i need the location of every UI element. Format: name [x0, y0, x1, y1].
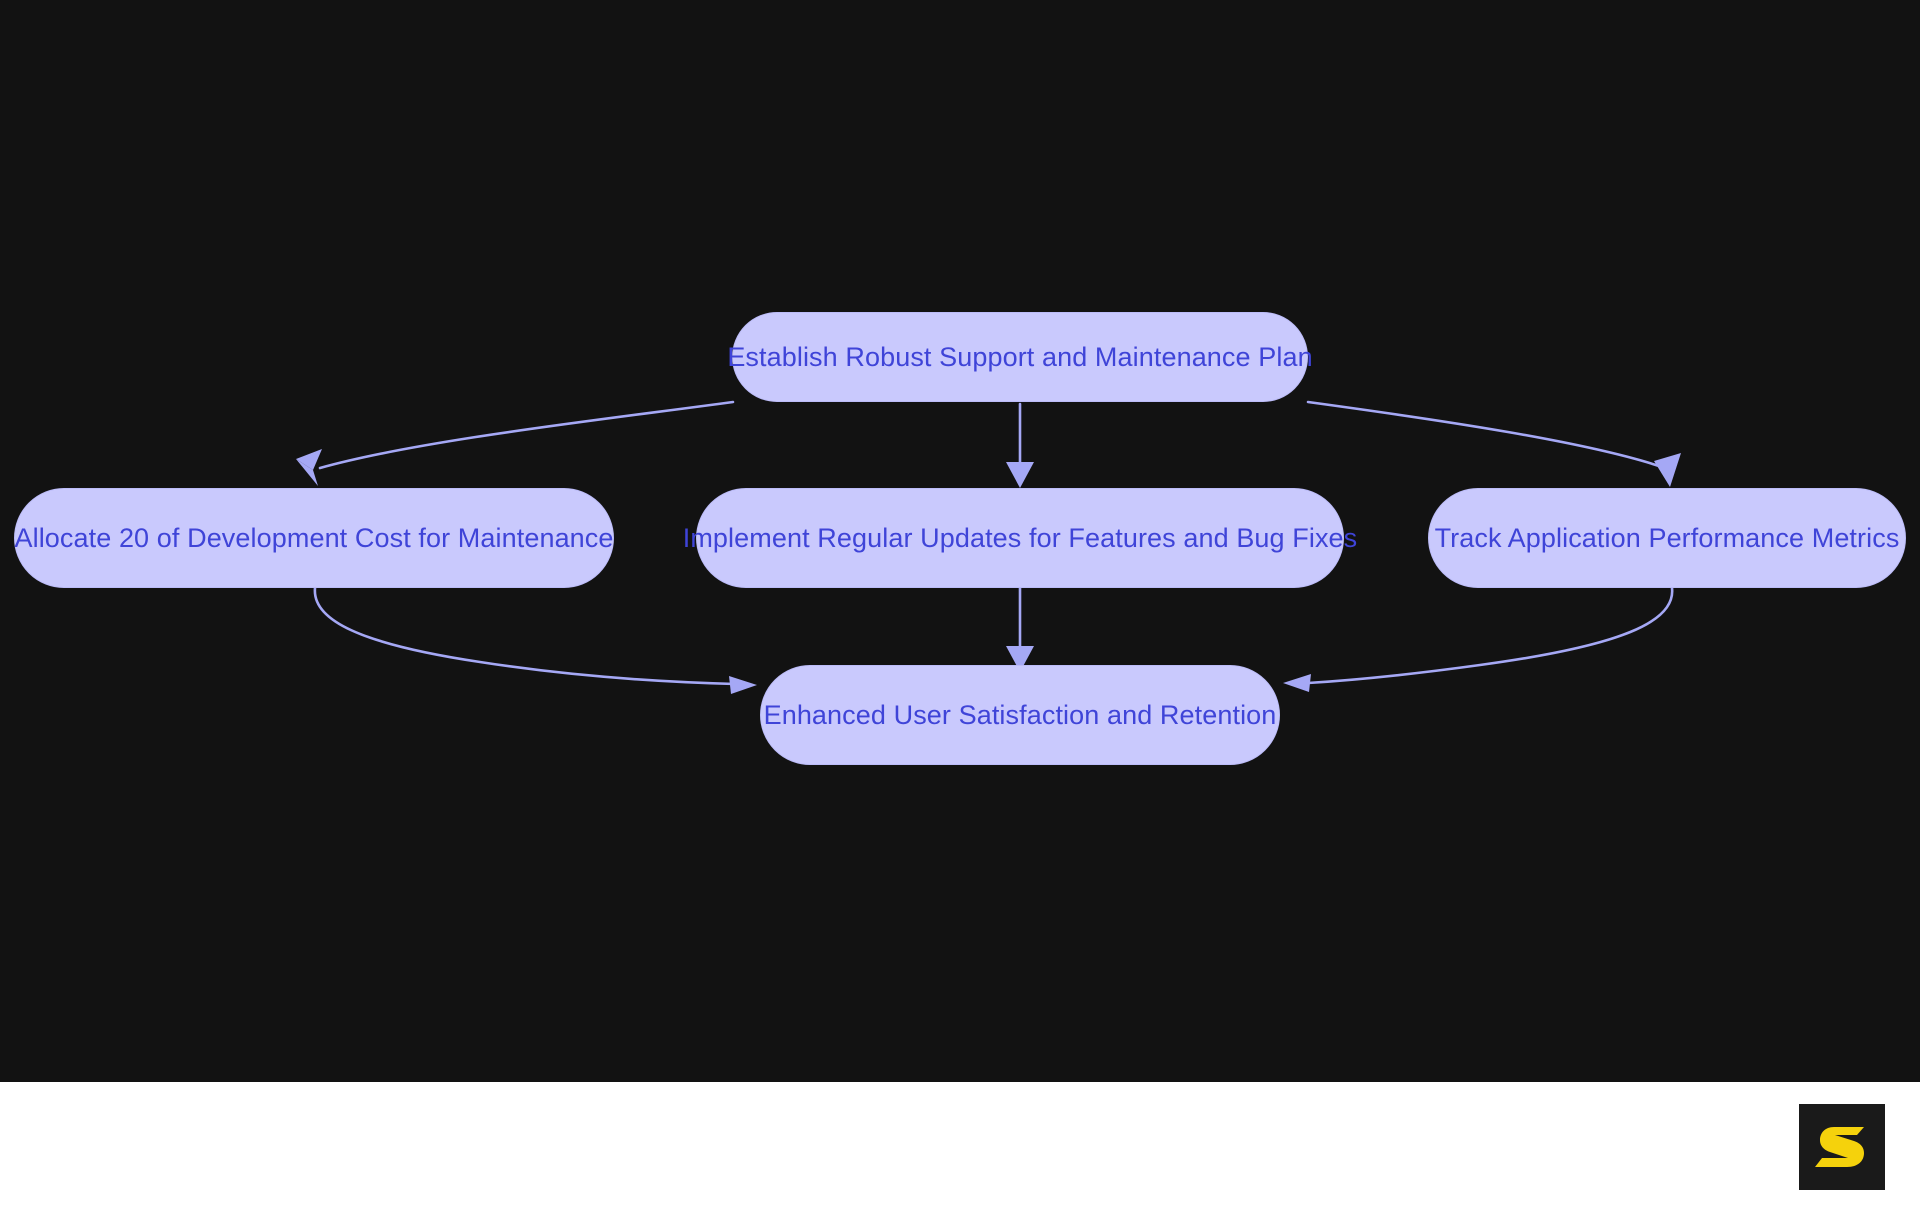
node-root-label: Establish Robust Support and Maintenance… — [727, 341, 1313, 372]
arrowhead-root-to-branch-left-stem — [296, 459, 318, 486]
brand-logo-tile[interactable] — [1799, 1104, 1885, 1190]
arrowhead-branch-left-to-outcome — [729, 676, 757, 694]
node-root[interactable]: Establish Robust Support and Maintenance… — [727, 312, 1313, 402]
edge-branch-left-to-outcome — [313, 586, 737, 686]
footer-bar — [0, 1082, 1920, 1215]
node-branch-center[interactable]: Implement Regular Updates for Features a… — [683, 488, 1357, 588]
edge-branch-right-to-outcome — [1306, 586, 1674, 685]
diagram-canvas[interactable]: Establish Robust Support and Maintenance… — [0, 0, 1920, 1082]
edge-root-to-branch-right — [1306, 400, 1667, 470]
node-branch-left-label: Allocate 20 of Development Cost for Main… — [14, 522, 614, 553]
arrowhead-root-to-branch-center — [1006, 462, 1034, 488]
arrowhead-root-to-branch-right — [1654, 453, 1681, 487]
arrowhead-branch-right-to-outcome — [1283, 674, 1311, 692]
arrowhead-root-to-branch-left — [296, 449, 322, 470]
node-branch-left[interactable]: Allocate 20 of Development Cost for Main… — [14, 488, 614, 588]
node-branch-right[interactable]: Track Application Performance Metrics — [1428, 488, 1906, 588]
edge-root-to-branch-left — [318, 400, 735, 470]
node-outcome[interactable]: Enhanced User Satisfaction and Retention — [760, 665, 1280, 765]
node-branch-right-label: Track Application Performance Metrics — [1434, 522, 1900, 553]
stylized-s-logo-icon — [1815, 1127, 1864, 1167]
node-outcome-label: Enhanced User Satisfaction and Retention — [763, 699, 1277, 730]
edge-layer — [296, 400, 1681, 694]
arrowhead-branch-center-to-outcome — [1006, 646, 1034, 672]
node-branch-center-label: Implement Regular Updates for Features a… — [682, 522, 1358, 553]
